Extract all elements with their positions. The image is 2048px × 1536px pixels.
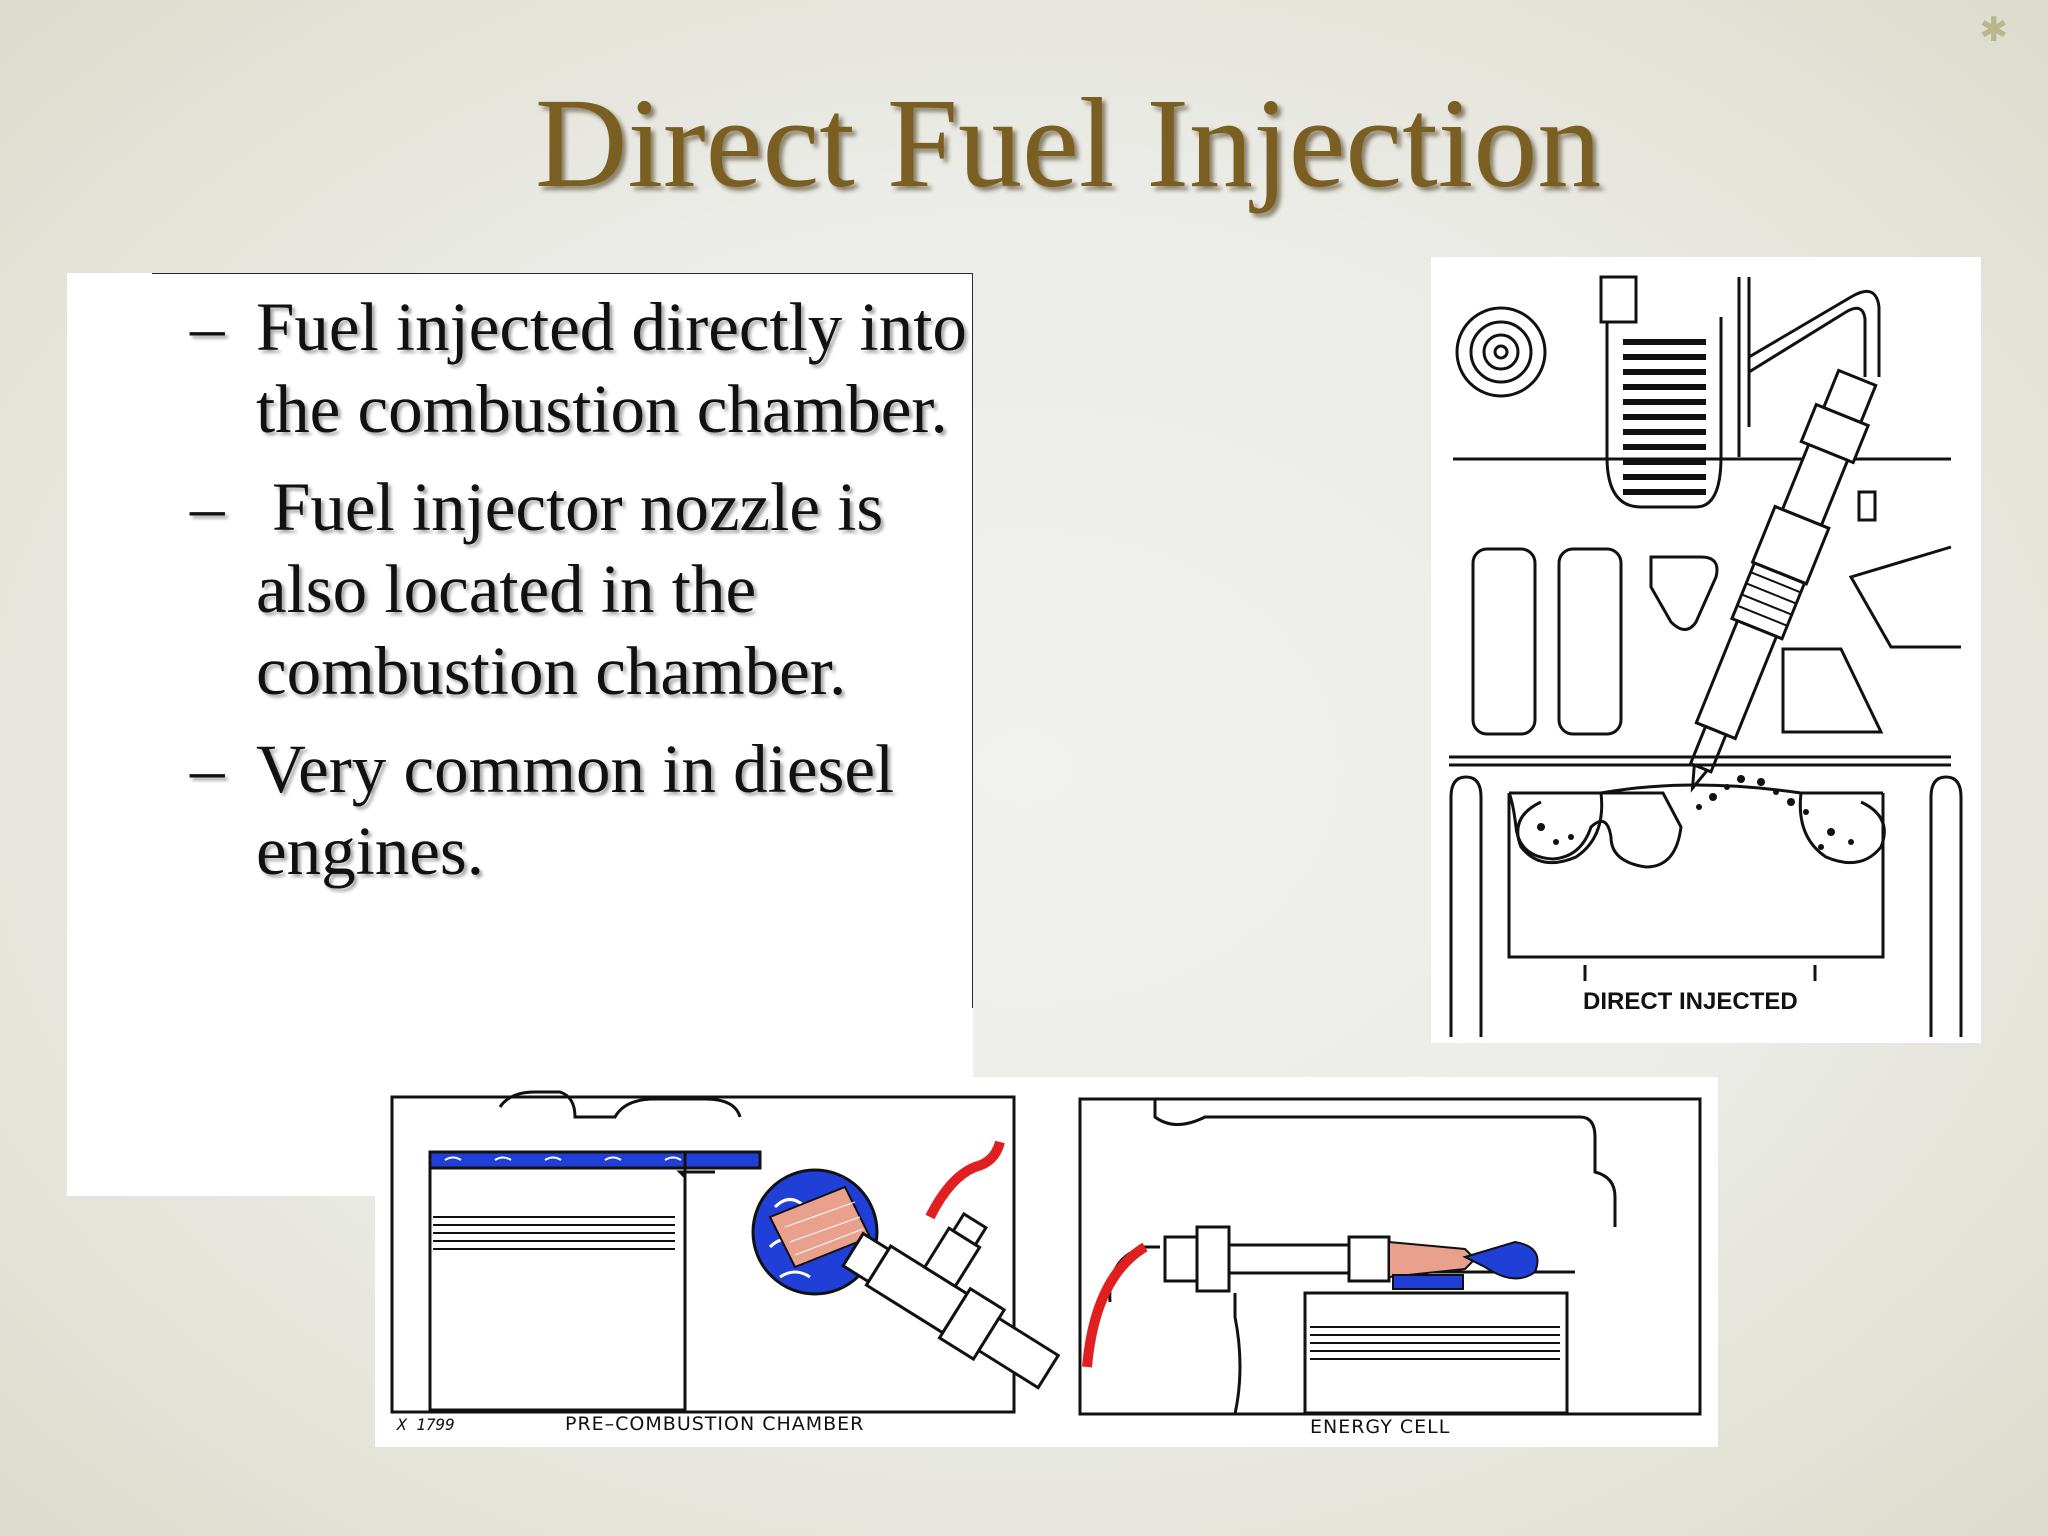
bullet-dash: – [190, 731, 225, 807]
bullet-dash: – [190, 469, 225, 545]
energy-cell-caption: ENERGY CELL [1310, 1416, 1450, 1438]
panel-top-border [152, 273, 973, 274]
bullet-text: Fuel injector nozzle is also located in … [256, 469, 884, 709]
combustion-chamber-diagrams: X 1799 PRE–COMBUSTION CHAMBER ENERGY CEL… [375, 1077, 1718, 1447]
figure-code: X 1799 [396, 1415, 455, 1434]
direct-injected-diagram: DIRECT INJECTED [1431, 257, 1981, 1043]
combustion-chamber-illustration: X 1799 PRE–COMBUSTION CHAMBER ENERGY CEL… [390, 1090, 1702, 1438]
direct-injected-caption: DIRECT INJECTED [1583, 988, 1798, 1015]
pre-combustion-chamber-caption: PRE–COMBUSTION CHAMBER [565, 1413, 864, 1435]
bullet-item: –Very common in diesel engines. [190, 728, 980, 892]
bullet-text: Very common in diesel engines. [256, 731, 895, 889]
bullet-item: –Fuel injector nozzle is also located in… [190, 466, 980, 712]
slide-title: Direct Fuel Injection [535, 72, 1602, 214]
corner-ornament-icon: ✱ [1979, 12, 2009, 49]
bullet-text: Fuel injected directly into the combusti… [256, 289, 967, 447]
bullet-item: –Fuel injected directly into the combust… [190, 286, 980, 450]
panel-right-border [972, 273, 973, 1008]
bullet-dash: – [190, 289, 225, 365]
bullet-list: –Fuel injected directly into the combust… [190, 286, 980, 908]
direct-injected-illustration: DIRECT INJECTED [1449, 275, 1963, 1037]
text-panel [67, 273, 973, 1196]
